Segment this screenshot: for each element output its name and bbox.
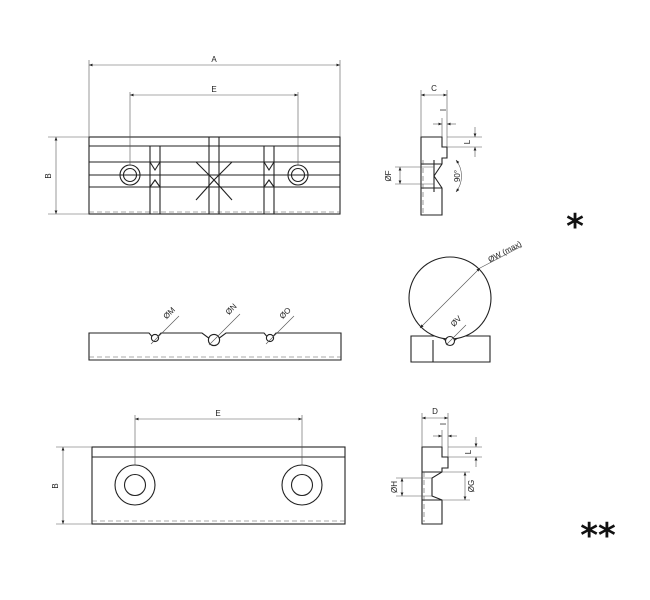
plain-jaw-front-view — [56, 415, 346, 525]
dim-label-a: A — [211, 55, 217, 64]
dim-label-e-plain: E — [215, 409, 220, 418]
dim-label-m: ØM — [161, 305, 177, 321]
dim-label-c: C — [431, 84, 437, 93]
dim-label-l-grooved: L — [463, 139, 472, 144]
dim-label-b-plain: B — [51, 483, 60, 488]
dim-label-g: ØG — [467, 480, 476, 492]
plain-jaw-side-view — [396, 413, 482, 525]
dim-label-e: E — [211, 85, 216, 94]
dim-label-n: ØN — [224, 302, 239, 317]
dim-label-f: ØF — [384, 170, 393, 181]
dim-label-angle: 90° — [453, 170, 462, 182]
grooved-jaw-side-view — [395, 90, 482, 216]
grooved-jaw-top-view — [88, 313, 342, 361]
grooved-variant-marker: * — [566, 207, 584, 247]
dim-label-o: ØO — [278, 306, 293, 321]
round-workpiece-view — [408, 245, 523, 363]
dim-label-l-plain: L — [464, 449, 473, 454]
dim-label-i-grooved: I — [439, 109, 448, 111]
dim-label-b: B — [44, 173, 53, 178]
plain-variant-marker: ** — [580, 516, 616, 556]
dim-label-w: ØW (max) — [487, 239, 524, 264]
dim-label-i-plain: I — [439, 423, 448, 425]
dim-label-d: D — [432, 407, 438, 416]
grooved-jaw-front-view — [48, 60, 341, 215]
dim-label-h: ØH — [390, 481, 399, 493]
